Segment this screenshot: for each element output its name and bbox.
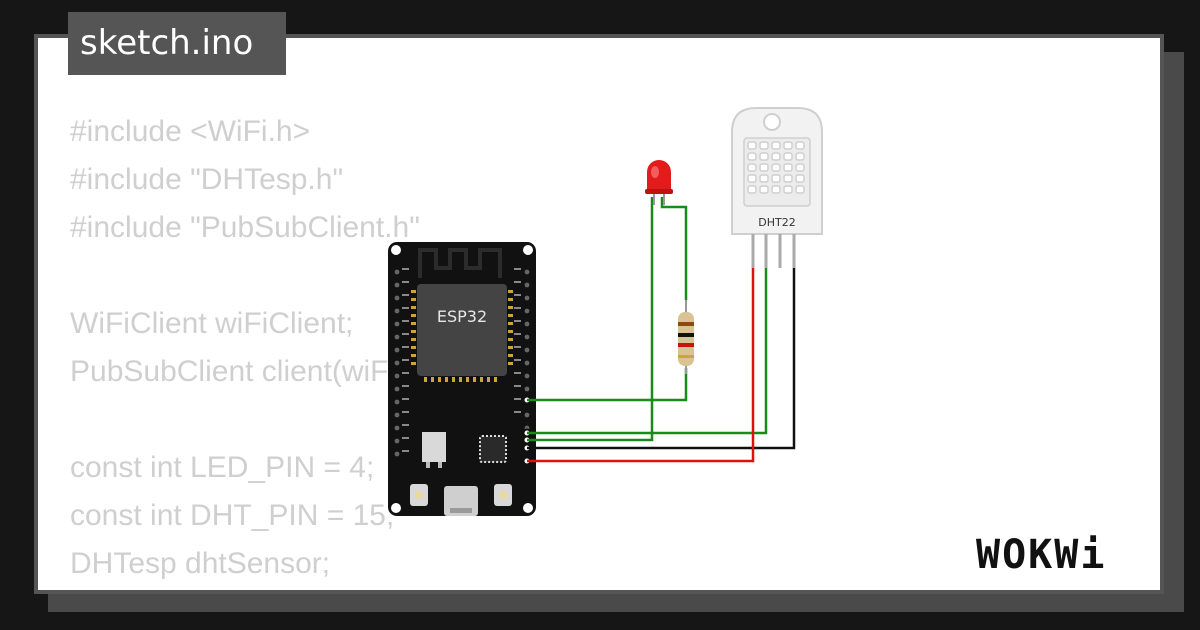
dht22-sensor[interactable]: DHT22 [731,107,823,268]
wokwi-logo: WOKWi [976,532,1106,578]
red-led[interactable] [645,160,673,205]
preview-card: #include <WiFi.h> #include "DHTesp.h" #i… [34,34,1164,594]
code-preview: #include <WiFi.h> #include "DHTesp.h" #i… [70,108,490,588]
wire-green-resistor [527,368,688,402]
esp32-board[interactable]: ESP32 [388,242,536,516]
code-line: DHTesp dhtSensor; [70,547,331,580]
wire-green-led-anode [660,197,688,300]
code-line: #include "PubSubClient.h" [70,211,420,244]
esp32-label: ESP32 [437,307,487,326]
wire-red-dht-vcc [527,266,755,463]
code-line: const int LED_PIN = 4; [70,451,375,484]
wire-green-led-cathode [527,197,654,442]
code-line: WiFiClient wiFiClient; [70,307,354,340]
resistor[interactable] [678,300,694,374]
code-line: #include <WiFi.h> [70,115,311,148]
wire-black-dht-gnd [527,266,796,450]
dht22-label: DHT22 [758,216,795,229]
file-tab[interactable]: sketch.ino [68,12,286,75]
code-line: const int DHT_PIN = 15; [70,499,395,532]
wire-green-dht-data [527,266,768,435]
code-line: #include "DHTesp.h" [70,163,344,196]
